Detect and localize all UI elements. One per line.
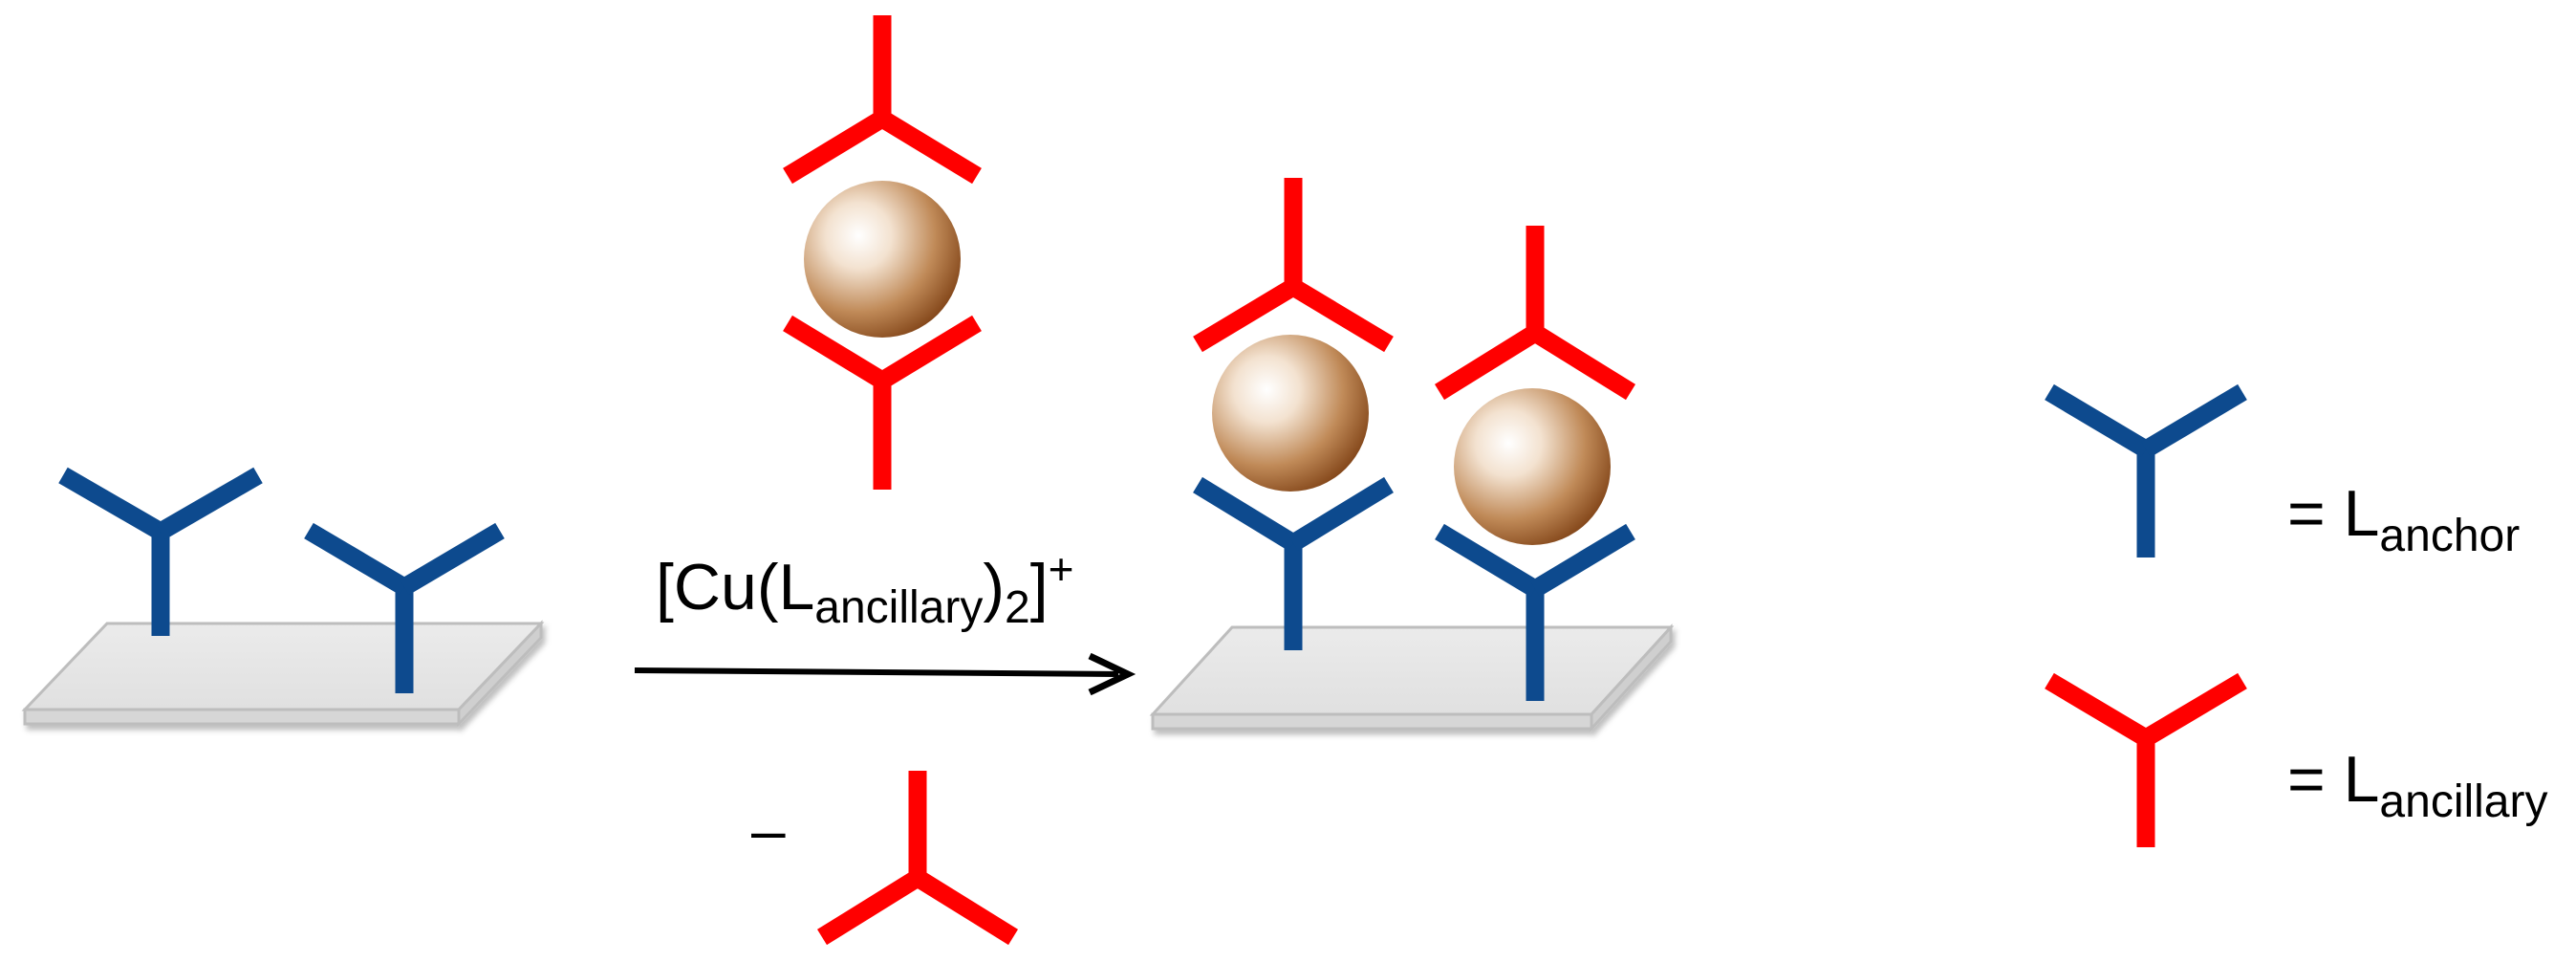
- ancillary-ligand-product-1: [1193, 178, 1394, 353]
- product-surface-group: [1149, 178, 1675, 732]
- ancillary-ligand-byproduct: [816, 771, 1019, 946]
- left-surface-group: [21, 467, 545, 728]
- anchor-ligand-left-2: [304, 522, 505, 693]
- product-surface-slab: [1149, 623, 1675, 732]
- reagent-open-bracket: [Cu(L: [656, 551, 814, 623]
- legend: = Lanchor = Lancillary: [2045, 383, 2547, 847]
- reagent-close-paren: ): [983, 551, 1005, 623]
- copper-ion-reagent: [804, 181, 961, 338]
- reagent-close-bracket: ]: [1030, 551, 1049, 623]
- copper-ion-product-1: [1212, 335, 1369, 492]
- copper-ion-product-2: [1454, 388, 1611, 545]
- legend-anchor-symbol: [2045, 383, 2247, 558]
- legend-anchor-subscript: anchor: [2379, 511, 2520, 561]
- reagent-formula: [Cu(Lancillary)2]+: [656, 544, 1073, 633]
- legend-ancillary-symbol: [2045, 672, 2247, 847]
- left-surface-slab: [21, 620, 545, 728]
- legend-ancillary-subscript: ancillary: [2379, 776, 2547, 827]
- reagent-charge: +: [1049, 544, 1074, 594]
- ancillary-ligand-product-2: [1434, 226, 1636, 401]
- byproduct-minus-sign: –: [751, 796, 786, 864]
- anchor-ligand-product-1: [1193, 476, 1394, 650]
- anchor-ligand-product-2: [1435, 523, 1635, 701]
- legend-ancillary-equals: = L: [2287, 743, 2379, 816]
- legend-ancillary-label: = Lancillary: [2287, 743, 2547, 827]
- legend-anchor-label: = Lanchor: [2287, 477, 2520, 561]
- reagent-complex: [783, 15, 982, 490]
- reagent-subscript-ancillary: ancillary: [814, 582, 983, 633]
- ancillary-ligand-reagent-top: [783, 15, 982, 185]
- reaction-arrow: [634, 652, 1136, 696]
- ancillary-ligand-reagent-bottom: [783, 315, 982, 490]
- reagent-subscript-two: 2: [1005, 582, 1030, 633]
- legend-anchor-equals: = L: [2287, 477, 2379, 550]
- anchor-ligand-left-1: [58, 467, 263, 636]
